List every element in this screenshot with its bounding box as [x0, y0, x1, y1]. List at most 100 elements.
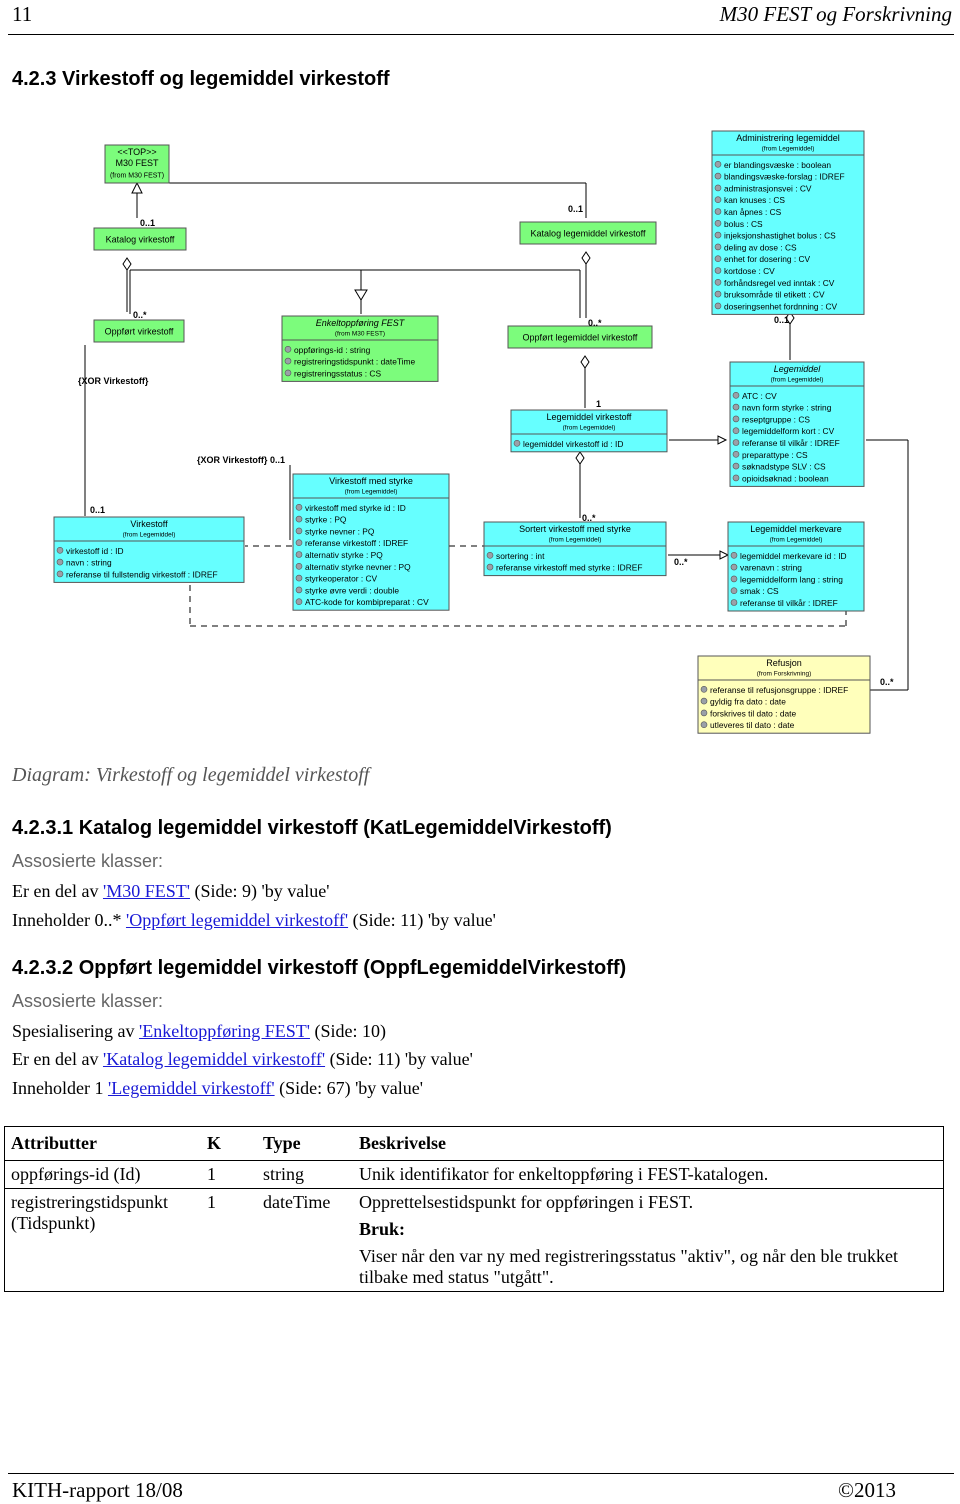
link-oppfort-legemiddel-virkestoff[interactable]: 'Oppført legemiddel virkestoff'	[125, 910, 349, 930]
assoc-line: Er en del av 'M30 FEST' (Side: 9) 'by va…	[12, 881, 330, 901]
mult-label: 0..*	[880, 677, 894, 687]
class-attribute: navn : string	[66, 558, 112, 568]
uml-class-oppfort-legemiddel-virkestoff: Oppført legemiddel virkestoff	[507, 325, 653, 349]
uml-class-legemiddel-virkestoff: Legemiddel virkestoff (from Legemiddel) le…	[510, 409, 668, 453]
class-attribute: legemiddelform kort : CV	[742, 426, 835, 436]
bruk-label: Bruk:	[359, 1219, 406, 1239]
class-attribute: administrasjonsvei : CV	[724, 183, 812, 193]
attribute-key-icon	[700, 709, 708, 717]
attribute-key-icon	[714, 220, 722, 227]
cell-k: 1	[201, 1160, 257, 1189]
class-attribute: gyldig fra dato : date	[710, 697, 786, 707]
uml-class-virkestoff-med-styrke: Virkestoff med styrke(from Legemiddel)vi…	[292, 473, 450, 611]
class-package: (from Legemiddel)	[123, 531, 176, 538]
attribute-key-icon	[295, 515, 303, 523]
attribute-key-icon	[295, 586, 303, 594]
attribute-key-icon	[714, 231, 722, 239]
assoc-line: Inneholder 0..* 'Oppført legemiddel virk…	[12, 910, 496, 930]
page-number: 11	[12, 2, 33, 26]
class-attribute: blandingsvæske-forslag : IDREF	[724, 172, 845, 182]
class-title: Legemiddel merkevare	[750, 524, 842, 534]
class-package: (from Legemiddel)	[770, 536, 823, 543]
attribute-key-icon	[732, 439, 740, 446]
class-attribute: registreringsstatus : CS	[294, 368, 381, 378]
class-attribute: utleveres til dato : date	[710, 720, 795, 730]
attribute-key-icon	[714, 267, 722, 274]
mult-label: 0..1	[774, 315, 789, 325]
class-package: (from Legemiddel)	[549, 536, 602, 543]
class-attribute: alternativ styrke : PQ	[305, 550, 383, 560]
attribute-key-icon	[700, 685, 708, 693]
uml-class-oppfort-virkestoff: Oppført virkestoff	[93, 319, 185, 343]
uml-class-administrering: Administrering legemiddel(from Legemidde…	[711, 130, 865, 315]
attribute-key-icon	[732, 450, 740, 458]
class-attribute: smak : CS	[740, 586, 779, 596]
class-title: Refusjon	[766, 658, 802, 668]
attribute-key-icon	[295, 503, 303, 511]
class-attribute: oppførings-id : string	[294, 345, 371, 355]
attribute-key-icon	[714, 243, 722, 251]
col-header: Type	[257, 1126, 353, 1161]
class-attribute: forhåndsregel ved inntak : CV	[724, 278, 835, 288]
attribute-key-icon	[714, 196, 722, 203]
copyright: ©2013	[838, 1478, 896, 1502]
mult-label: 0..1	[568, 204, 583, 214]
link-legemiddel-virkestoff[interactable]: 'Legemiddel virkestoff'	[107, 1078, 275, 1098]
class-attribute: injeksjonshastighet bolus : CS	[724, 231, 836, 241]
attribute-key-icon	[714, 255, 722, 263]
class-title: Katalog legemiddel virkestoff	[531, 229, 646, 239]
uml-class-legemiddel-merkevare: Legemiddel merkevare (from Legemiddel) leg…	[727, 521, 865, 612]
class-attribute: referanse til vilkår : IDREF	[740, 598, 838, 608]
xor-constraint: {XOR Virkestoff}	[197, 455, 268, 465]
link-enkeltoppforing-fest[interactable]: 'Enkeltoppføring FEST'	[138, 1021, 310, 1041]
cell-attr: registreringstidspunkt (Tidspunkt)	[4, 1188, 201, 1292]
class-attribute: styrke : PQ	[305, 515, 347, 525]
class-title: Legemiddel virkestoff	[547, 412, 632, 422]
class-attribute: varenavn : string	[740, 563, 802, 573]
class-attribute: sortering : int	[496, 551, 545, 561]
attribute-key-icon	[700, 697, 708, 705]
class-attribute: navn form styrke : string	[742, 403, 832, 413]
class-package: (from Forskrivning)	[757, 670, 812, 677]
attribute-table: Attributter K Type Beskrivelse oppføring…	[4, 1126, 944, 1292]
class-title: <<TOP>>	[117, 147, 156, 157]
class-package: M30 FEST	[115, 158, 159, 168]
class-attribute: kan åpnes : CS	[724, 207, 782, 217]
mult-label: 1	[596, 399, 601, 409]
attribute-key-icon	[56, 570, 64, 578]
class-attribute: legemiddelform lang : string	[740, 574, 843, 584]
mult-label: 0..*	[588, 318, 602, 328]
uml-class-katalog-legemiddel-virkestoff: Katalog legemiddel virkestoff	[519, 221, 657, 245]
attribute-key-icon	[513, 439, 521, 447]
attribute-key-icon	[284, 357, 292, 365]
class-package: (from Legemiddel)	[563, 424, 616, 431]
mult-label: 0..*	[674, 557, 688, 567]
attribute-key-icon	[714, 278, 722, 286]
assoc-line: Inneholder 1 'Legemiddel virkestoff' (Si…	[12, 1078, 424, 1098]
attribute-key-icon	[714, 208, 722, 215]
class-title: Katalog virkestoff	[106, 235, 175, 245]
link-katalog-legemiddel-virkestoff[interactable]: 'Katalog legemiddel virkestoff'	[102, 1049, 326, 1069]
class-package: (from Legemiddel)	[762, 145, 815, 152]
attribute-key-icon	[56, 546, 64, 554]
table-row: oppførings-id (Id) 1 string Unik identif…	[4, 1160, 944, 1189]
class-attribute: styrke øvre verdi : double	[305, 585, 399, 595]
uml-class-sortert-virkestoff: Sortert virkestoff med styrke(from Legem…	[483, 521, 667, 577]
mult-label: 0..1	[270, 455, 285, 465]
mult-label: 0..*	[582, 513, 596, 523]
connectors	[84, 181, 909, 691]
class-package: (from Legemiddel)	[771, 376, 824, 383]
class-attribute: referanse til refusjonsgruppe : IDREF	[710, 685, 848, 695]
class-package: (from M30 FEST)	[110, 172, 164, 179]
attribute-key-icon	[730, 599, 738, 606]
attribute-key-icon	[732, 462, 740, 470]
attribute-key-icon	[714, 161, 722, 168]
assoc-line: Er en del av 'Katalog legemiddel virkest…	[12, 1049, 473, 1069]
class-attribute: opioidsøknad : boolean	[742, 473, 829, 483]
link-m30-fest[interactable]: 'M30 FEST'	[102, 881, 190, 901]
assoc-label: Assosierte klasser:	[12, 851, 164, 871]
attribute-key-icon	[730, 551, 738, 559]
attribute-key-icon	[284, 345, 292, 353]
class-attribute: legemiddel virkestoff id : ID	[523, 439, 623, 449]
uml-class-enkeltoppforing: Enkeltoppføring FEST(from M30 FEST)oppfø…	[281, 315, 439, 382]
